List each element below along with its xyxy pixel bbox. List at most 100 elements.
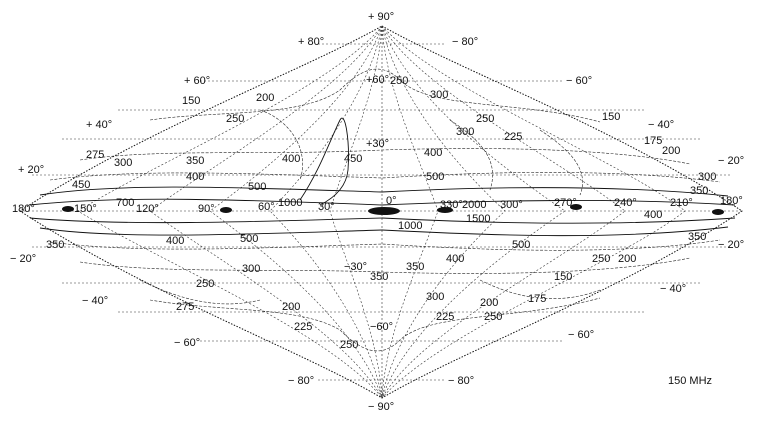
contour-label: 250 [340, 339, 358, 351]
lat-label: + 60° [184, 75, 210, 87]
contour-label: 150 [602, 111, 620, 123]
grid-label: −60° [370, 321, 393, 333]
lat-label: + 80° [298, 36, 324, 48]
lat-label: − 40° [82, 295, 108, 307]
contour-label: 300 [698, 171, 716, 183]
contour-label: 400 [186, 171, 204, 183]
contour-label: 300 [430, 89, 448, 101]
lon-label: 270° [554, 197, 577, 209]
source-150 [62, 206, 74, 212]
source-270 [570, 204, 582, 210]
lon-label: 30° [318, 201, 335, 213]
contour-labels: 150 200 250 275 300 350 400 450 500 700 … [46, 75, 716, 351]
longitude-grid [77, 25, 686, 399]
contour-label: 200 [662, 145, 680, 157]
contour-label: 150 [182, 95, 200, 107]
contour-label: 175 [644, 135, 662, 147]
lon-label: 330° [440, 199, 463, 211]
contour-label: 300 [242, 263, 260, 275]
lon-label: 180° [12, 203, 35, 215]
contour-label: 350 [688, 231, 706, 243]
contour-label: 225 [436, 311, 454, 323]
lat-label: − 60° [174, 337, 200, 349]
source-330 [437, 207, 453, 213]
contour-label: 350 [690, 185, 708, 197]
contour-label: 250 [390, 75, 408, 87]
contour-label: 275 [86, 149, 104, 161]
contour-label: 250 [196, 278, 214, 290]
grid-label: +60° [366, 74, 389, 86]
contour-label: 400 [644, 209, 662, 221]
contour-label: 500 [240, 233, 258, 245]
contour-label: 350 [46, 239, 64, 251]
lon-label: 300° [500, 199, 523, 211]
lat-label: − 20° [718, 239, 744, 251]
contour-label: 300 [114, 157, 132, 169]
contour-label: 1000 [278, 197, 302, 209]
contour-label: 350 [406, 261, 424, 273]
contour-label: 250 [226, 113, 244, 125]
contour-label: 350 [186, 155, 204, 167]
contour-label: 200 [618, 253, 636, 265]
bright-sources [62, 204, 724, 215]
source-90 [220, 207, 232, 213]
contour-label: 250 [484, 311, 502, 323]
contour-label: 150 [554, 271, 572, 283]
contour-label: 300 [426, 291, 444, 303]
grid-label: −30° [344, 261, 367, 273]
contour-label: 1000 [398, 220, 422, 232]
contour-label: 225 [294, 321, 312, 333]
longitude-labels: 180° 150° 120° 90° 60° 30° 0° 330° 300° … [12, 195, 743, 215]
contour-label: 250 [476, 113, 494, 125]
contour-label: 200 [480, 297, 498, 309]
contour-label: 400 [282, 153, 300, 165]
lon-label: 240° [614, 197, 637, 209]
contour-label: 225 [504, 131, 522, 143]
lat-label: + 90° [368, 11, 394, 23]
contour-label: 450 [344, 153, 362, 165]
lat-label: − 40° [660, 283, 686, 295]
latitude-labels: + 90° + 80° + 60° + 40° + 20° − 20° − 40… [10, 11, 744, 413]
lon-label: 90° [198, 203, 215, 215]
grid-label: +30° [366, 138, 389, 150]
lat-label: − 90° [368, 401, 394, 413]
lat-label: − 40° [648, 119, 674, 131]
lon-label: 180° [720, 195, 743, 207]
lon-label: 0° [386, 195, 397, 207]
contour-label: 500 [248, 181, 266, 193]
contour-lines [29, 68, 736, 352]
lon-label: 150° [74, 203, 97, 215]
contour-label: 200 [282, 301, 300, 313]
contour-label: 175 [528, 293, 546, 305]
lat-label: − 80° [448, 375, 474, 387]
lat-label: − 20° [10, 253, 36, 265]
contour-label: 350 [370, 271, 388, 283]
contour-label: 450 [72, 179, 90, 191]
grid-labels: +30° +60° −30° −60° [344, 74, 393, 333]
contour-label: 275 [176, 301, 194, 313]
lon-label: 120° [136, 203, 159, 215]
lat-label: + 40° [86, 119, 112, 131]
galactic-center-source [368, 207, 400, 215]
contour-label: 2000 [462, 199, 486, 211]
lat-label: − 80° [452, 36, 478, 48]
lon-label: 210° [670, 197, 693, 209]
contour-label: 300 [456, 126, 474, 138]
lat-label: − 80° [288, 375, 314, 387]
contour-label: 400 [446, 253, 464, 265]
lat-label: − 60° [568, 329, 594, 341]
lat-label: + 20° [18, 164, 44, 176]
contour-label: 250 [592, 253, 610, 265]
contour-label: 500 [512, 239, 530, 251]
contour-label: 700 [116, 197, 134, 209]
contour-label: 500 [426, 171, 444, 183]
lat-label: − 60° [566, 75, 592, 87]
frequency-label: 150 MHz [668, 375, 712, 387]
contour-label: 400 [424, 147, 442, 159]
contour-label: 200 [256, 92, 274, 104]
lon-label: 60° [258, 201, 275, 213]
lat-label: − 20° [718, 155, 744, 167]
source-210 [712, 209, 724, 215]
contour-label: 400 [166, 235, 184, 247]
